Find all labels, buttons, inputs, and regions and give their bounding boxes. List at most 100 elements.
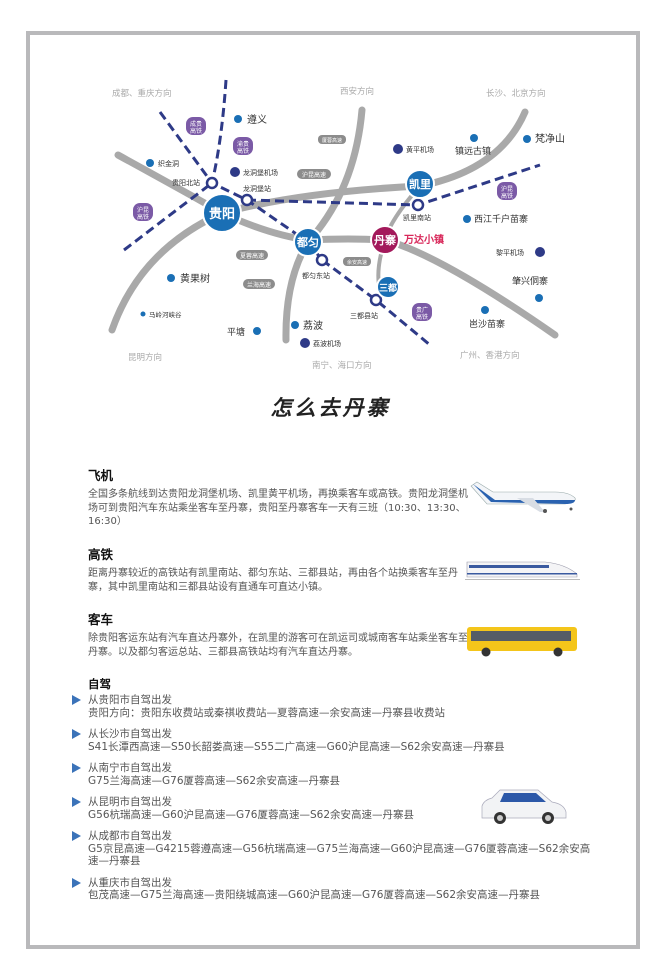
spot-zhenyuan: 镇远古镇 <box>455 145 491 157</box>
spot-pingtang: 平塘 <box>227 326 245 338</box>
city-danzhai <box>370 225 400 255</box>
spot-huangguoshu: 黄果树 <box>180 272 210 285</box>
arrow-icon <box>72 763 81 773</box>
page-title: 怎么去丹寨 <box>270 395 391 420</box>
spot-zhijindong: 织金洞 <box>158 159 179 168</box>
city-duyun <box>293 227 323 257</box>
direction-nanning: 南宁、海口方向 <box>312 360 372 371</box>
route-path: G56杭瑞高速—G60沪昆高速—G76厦蓉高速—S62余安高速—丹寨县 <box>88 808 415 821</box>
page-frame <box>26 31 640 949</box>
road-kunming <box>108 209 226 334</box>
spot-zhaoxing: 肇兴侗寨 <box>512 275 548 287</box>
arrow-icon <box>72 877 81 888</box>
station-kaili-south <box>411 198 425 212</box>
tag-road: 兰海高速 <box>247 281 271 289</box>
label-duyun-east: 都匀东站 <box>302 271 330 280</box>
airport-longdongbao: 龙洞堡机场 <box>243 168 278 177</box>
road-xian <box>282 106 366 344</box>
airport-huangping: 黄平机场 <box>406 145 434 154</box>
train-heading: 高铁 <box>88 547 114 562</box>
label-kaili-south: 凯里南站 <box>403 213 431 222</box>
city-label-guiyang: 贵阳 <box>209 206 235 222</box>
tag-road: 夏蓉高速 <box>240 252 264 260</box>
spot-basha: 岜沙苗寨 <box>469 318 505 330</box>
tag-road: 余安高速 <box>347 259 367 266</box>
rail-hukun-west <box>123 181 213 252</box>
route-path: 贵阳方向：贵阳东收费站或秦祺收费站—夏蓉高速—余安高速—丹寨县收费站 <box>88 706 445 719</box>
airplane-icon <box>230 167 240 177</box>
airport-liping: 黎平机场 <box>496 248 524 257</box>
airport-libo: 荔波机场 <box>313 339 341 348</box>
route-path: S41长潭西高速—S50长韶娄高速—S55二广高速—G60沪昆高速—S62余安高… <box>88 740 505 753</box>
route-origin: 从昆明市自驾出发 <box>88 796 172 808</box>
spot-libo: 荔波 <box>303 319 323 332</box>
label-sandu-county: 三都县站 <box>350 311 378 320</box>
route-origin: 从长沙市自驾出发 <box>88 728 172 740</box>
route-origin: 从南宁市自驾出发 <box>88 762 172 774</box>
tag-road: 沪昆高速 <box>302 171 326 179</box>
train-text: 距离丹寨较近的高铁站有凯里南站、都匀东站、三都县站，再由各个站换乘客车至丹寨，其… <box>88 568 458 593</box>
airplane-icon <box>300 338 310 348</box>
station-duyun-east <box>315 253 329 267</box>
train-image <box>465 561 580 580</box>
city-label-danzhai: 丹寨 <box>374 233 396 247</box>
car-image <box>481 789 567 824</box>
tag-guiguang-rail: 贵广高铁 <box>416 306 428 321</box>
route-path: G5京昆高速—G4215蓉遵高速—G56杭瑞高速—G75兰海高速—G60沪昆高速… <box>88 842 591 868</box>
route-chongqing: 从重庆市自驾出发包茂高速—G75兰海高速—贵阳绕城高速—G60沪昆高速—G76厦… <box>72 877 612 902</box>
tag-road: 厦蓉高速 <box>322 137 342 144</box>
label-guiyang-north: 贵阳北站 <box>172 178 200 187</box>
city-guiyang <box>202 193 242 233</box>
spot-xijiang: 西江千户苗寨 <box>474 213 528 225</box>
tag-hukun-rail-east: 沪昆高铁 <box>501 185 513 200</box>
city-label-kaili: 凯里 <box>409 177 431 191</box>
plane-text: 全国多条航线到达贵阳龙洞堡机场、凯里黄平机场，再换乘客车或高铁。贵阳龙洞堡机场可… <box>88 489 468 527</box>
city-sandu <box>376 275 400 299</box>
tag-chenggui-rail: 成贵高铁 <box>190 120 202 135</box>
route-path: 包茂高速—G75兰海高速—贵阳绕城高速—G60沪昆高速—G76厦蓉高速—S62余… <box>88 889 541 901</box>
route-origin: 从贵阳市自驾出发 <box>88 694 172 706</box>
arrow-icon <box>72 797 81 807</box>
route-guiyang: 从贵阳市自驾出发贵阳方向：贵阳东收费站或秦祺收费站—夏蓉高速—余安高速—丹寨县收… <box>72 694 612 719</box>
direction-chengdu: 成都、重庆方向 <box>112 88 172 99</box>
bus-heading: 客车 <box>88 612 114 627</box>
section-train: 高铁 距离丹寨较近的高铁站有凯里南站、都匀东站、三都县站，再由各个站换乘客车至丹… <box>88 544 468 594</box>
bus-text: 除贵阳客运东站有汽车直达丹寨外，在凯里的游客可在凯运司或城南客车站乘坐客车至丹寨… <box>88 633 468 658</box>
label-longdongbao: 龙洞堡站 <box>243 184 271 193</box>
section-bus: 客车 除贵阳客运东站有汽车直达丹寨外，在凯里的游客可在凯运司或城南客车站乘坐客车… <box>88 609 468 659</box>
direction-kunming: 昆明方向 <box>128 352 162 363</box>
airplane-image <box>470 481 576 513</box>
spot-fanjingshan: 梵净山 <box>535 132 565 145</box>
section-plane: 飞机 全国多条航线到达贵阳龙洞堡机场、凯里黄平机场，再换乘客车或高铁。贵阳龙洞堡… <box>88 465 468 529</box>
bus-image <box>467 627 577 657</box>
city-kaili <box>405 169 435 199</box>
station-guiyang-north <box>205 176 219 190</box>
route-map: 贵阳 都匀 凯里 丹寨 三都 万达小镇 成都、重庆方向 西安方向 长沙、北京方向… <box>108 79 565 371</box>
plane-heading: 飞机 <box>88 468 114 483</box>
road-kaili <box>218 108 529 217</box>
direction-xian: 西安方向 <box>340 86 374 97</box>
arrow-icon <box>72 831 81 841</box>
wanda-label: 万达小镇 <box>403 233 444 246</box>
section-drive: 自驾 从贵阳市自驾出发贵阳方向：贵阳东收费站或秦祺收费站—夏蓉高速—余安高速—丹… <box>72 676 612 911</box>
tag-hukun-rail-west: 沪昆高铁 <box>137 206 149 221</box>
route-origin: 从成都市自驾出发 <box>88 830 172 842</box>
arrow-icon <box>72 695 81 705</box>
spot-zunyi: 遵义 <box>247 113 267 126</box>
drive-heading: 自驾 <box>88 677 111 691</box>
spot-malinghe: 马岭河峡谷 <box>149 310 182 319</box>
station-sandu-county <box>369 293 383 307</box>
tag-yugui-rail: 渝贵高铁 <box>237 140 249 155</box>
route-path: G75兰海高速—G76厦蓉高速—S62余安高速—丹寨县 <box>88 774 341 787</box>
station-longdongbao <box>240 193 254 207</box>
airplane-icon <box>535 247 545 257</box>
arrow-icon <box>72 729 81 739</box>
route-origin: 从重庆市自驾出发 <box>88 876 172 889</box>
rail-yugui <box>210 79 228 184</box>
direction-changsha: 长沙、北京方向 <box>486 88 546 99</box>
